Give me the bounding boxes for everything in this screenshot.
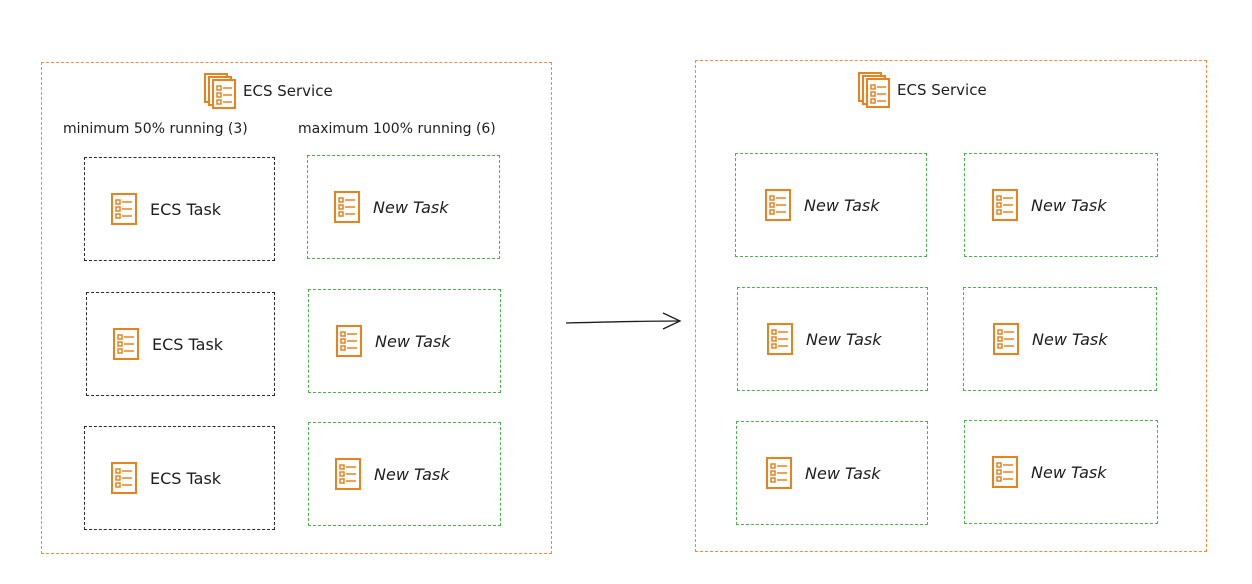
task-box: New Task xyxy=(308,422,501,526)
task-label: New Task xyxy=(1031,195,1107,215)
task-label: New Task xyxy=(1032,329,1108,349)
task-box: New Task xyxy=(964,153,1158,257)
right-service-header: ECS Service xyxy=(857,71,987,109)
ecs-task-icon xyxy=(992,322,1020,356)
task-box: ECS Task xyxy=(84,157,275,261)
ecs-task-icon xyxy=(991,188,1019,222)
task-label: ECS Task xyxy=(150,199,222,219)
service-title: ECS Service xyxy=(897,81,987,99)
task-box: New Task xyxy=(308,289,501,393)
task-box: ECS Task xyxy=(86,292,275,396)
task-label: ECS Task xyxy=(152,334,224,354)
ecs-task-icon xyxy=(333,190,361,224)
max-running-caption: maximum 100% running (6) xyxy=(298,121,496,137)
ecs-task-icon xyxy=(110,192,138,226)
task-label: ECS Task xyxy=(150,468,222,488)
ecs-task-icon xyxy=(110,461,138,495)
task-label: New Task xyxy=(804,195,880,215)
task-box: New Task xyxy=(964,420,1158,524)
task-box: New Task xyxy=(735,153,927,257)
task-label: New Task xyxy=(1031,462,1107,482)
ecs-task-icon xyxy=(766,322,794,356)
ecs-task-icon xyxy=(335,324,363,358)
task-label: New Task xyxy=(375,331,451,351)
ecs-service-icon xyxy=(203,72,237,110)
ecs-service-icon xyxy=(857,71,891,109)
task-box: ECS Task xyxy=(84,426,275,530)
ecs-task-icon xyxy=(112,327,140,361)
task-box: New Task xyxy=(737,287,928,391)
task-label: New Task xyxy=(806,329,882,349)
task-label: New Task xyxy=(805,463,881,483)
service-title: ECS Service xyxy=(243,82,333,100)
task-box: New Task xyxy=(307,155,500,259)
min-running-caption: minimum 50% running (3) xyxy=(63,121,248,137)
left-service-container xyxy=(41,62,552,554)
right-service-container xyxy=(695,60,1207,552)
left-service-header: ECS Service xyxy=(203,72,333,110)
ecs-task-icon xyxy=(991,455,1019,489)
transition-arrow xyxy=(564,310,684,334)
task-label: New Task xyxy=(373,197,449,217)
task-label: New Task xyxy=(374,464,450,484)
ecs-task-icon xyxy=(765,456,793,490)
task-box: New Task xyxy=(963,287,1157,391)
ecs-task-icon xyxy=(334,457,362,491)
task-box: New Task xyxy=(736,421,928,525)
ecs-task-icon xyxy=(764,188,792,222)
